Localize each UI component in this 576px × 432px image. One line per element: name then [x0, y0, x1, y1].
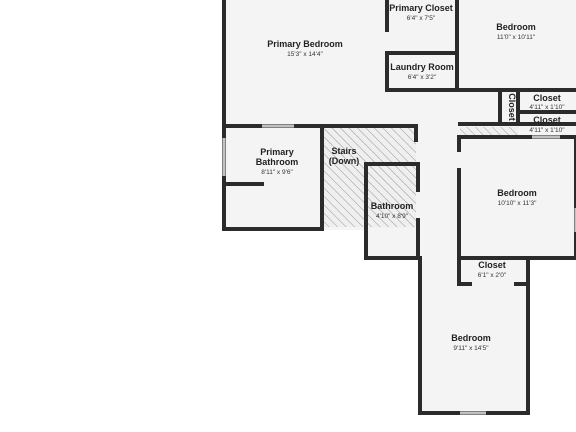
room-dimensions: 6'4" x 3'2" — [408, 74, 437, 81]
room-dimensions: 6'4" x 7'5" — [407, 15, 436, 22]
room-dimensions: 9'11" x 14'5" — [453, 345, 489, 352]
room-name: Primary Closet — [389, 3, 453, 13]
room-name: Laundry Room — [390, 62, 454, 72]
room-primary-closet: Primary Closet 6'4" x 7'5" — [389, 3, 453, 22]
room-stairs: Stairs (Down) — [329, 146, 360, 166]
room-name: Bedroom — [496, 22, 536, 32]
room-name: Bathroom — [371, 201, 414, 211]
room-name: Bedroom — [451, 333, 491, 343]
hatched-strip — [460, 127, 518, 137]
room-dimensions: 4'11" x 1'10" — [529, 104, 565, 111]
room-name-line2: Bathroom — [256, 157, 299, 167]
room-primary-bathroom: Primary Bathroom 8'11" x 9'6" — [256, 147, 299, 176]
room-dimensions: 4'11" x 1'10" — [529, 127, 565, 134]
room-bedroom-mid-right: Bedroom 10'10" x 11'3" — [497, 188, 537, 207]
stairs-area — [322, 127, 416, 227]
room-dimensions: 15'3" x 14'4" — [287, 51, 323, 58]
room-closet-right-2: Closet 4'11" x 1'10" — [529, 115, 565, 134]
room-dimensions: 8'11" x 9'6" — [261, 169, 293, 176]
room-bedroom-top-right: Bedroom 11'0" x 10'11" — [496, 22, 536, 41]
room-name-line1: Primary — [260, 147, 294, 157]
room-bedroom-bottom: Bedroom 9'11" x 14'5" — [451, 333, 491, 352]
room-dimensions: 10'10" x 11'3" — [498, 200, 537, 207]
room-name: Closet — [533, 93, 561, 103]
room-dimensions: 6'1" x 2'0" — [478, 272, 507, 279]
room-name: Closet — [507, 93, 517, 121]
room-name: Closet — [533, 115, 561, 125]
windows — [222, 124, 576, 415]
room-name-line1: Stairs — [331, 146, 356, 156]
room-primary-bedroom: Primary Bedroom 15'3" x 14'4" — [267, 39, 343, 58]
room-laundry-room: Laundry Room 6'4" x 3'2" — [390, 62, 454, 81]
room-dimensions: 11'0" x 10'11" — [497, 34, 536, 41]
room-name-line2: (Down) — [329, 156, 360, 166]
room-name: Primary Bedroom — [267, 39, 343, 49]
room-bathroom: Bathroom 4'10" x 8'9" — [371, 201, 414, 220]
room-name: Closet — [478, 260, 506, 270]
room-name: Bedroom — [497, 188, 537, 198]
room-dimensions: 4'10" x 8'9" — [376, 213, 409, 220]
room-closet-small: Closet 6'1" x 2'0" — [478, 260, 507, 279]
walls — [222, 0, 576, 415]
room-closet-right-1: Closet 4'11" x 1'10" — [529, 93, 565, 111]
room-closet-vertical: Closet — [507, 93, 517, 121]
